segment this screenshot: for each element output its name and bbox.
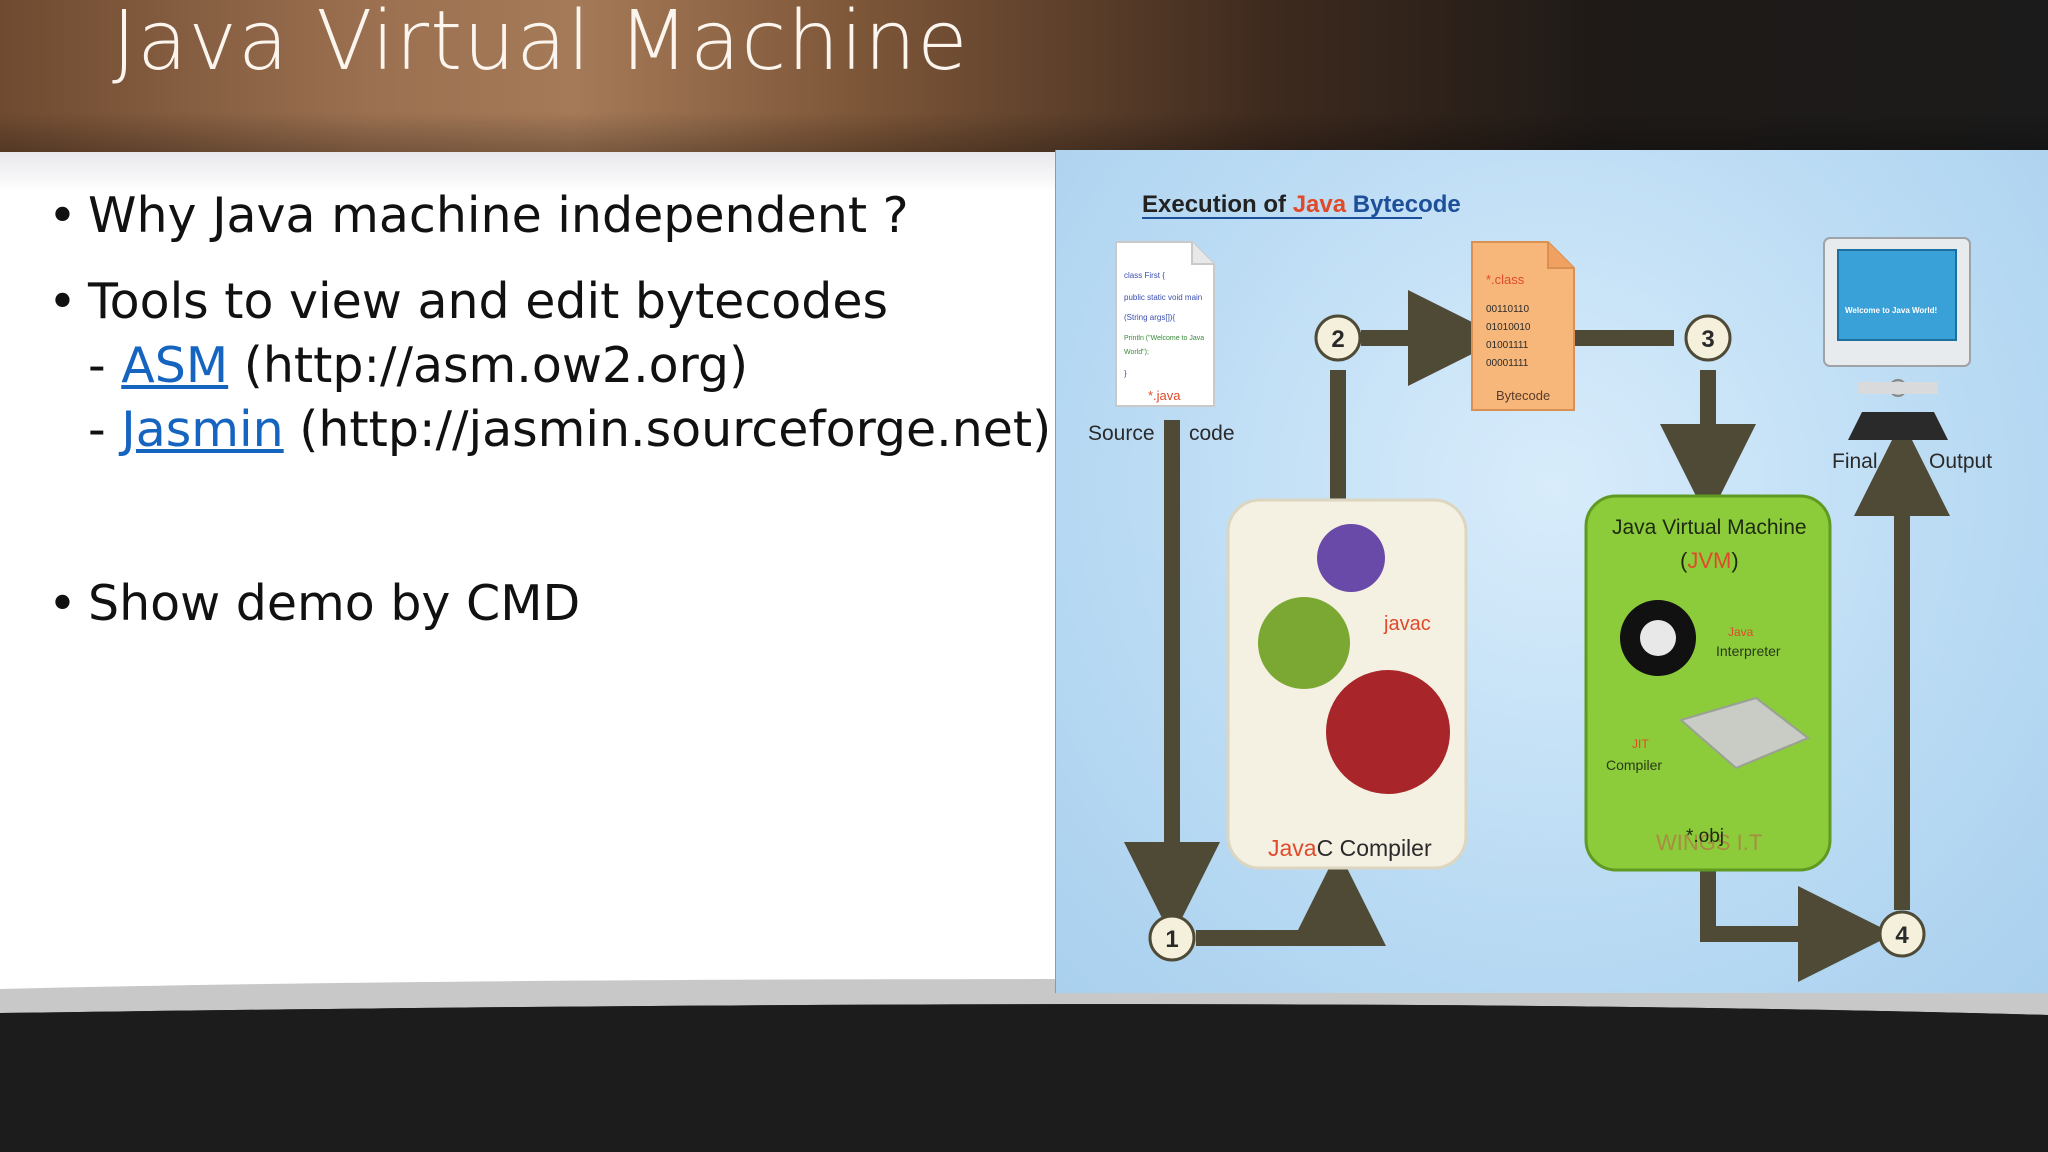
svg-text:World");: World"); [1124,349,1149,356]
bullet-item: •Why Java machine independent ? [48,187,909,244]
bullet-dot: • [48,273,77,330]
jvm-abbr: (JVM) [1680,548,1739,573]
diagram-canvas: Execution of Java Bytecode class First {… [1088,191,1992,982]
svg-text:}: } [1124,369,1127,378]
class-file-icon: *.class 00110110 01010010 01001111 00001… [1471,241,1575,411]
source-label: Source [1088,422,1155,445]
svg-text:1: 1 [1165,926,1178,953]
svg-text:Compiler: Compiler [1606,757,1662,773]
svg-text:javac: javac [1383,613,1431,635]
svg-text:Println ("Welcome to Java: Println ("Welcome to Java [1124,335,1204,342]
jvm-box: Java Virtual Machine (JVM) Java Interpre… [1584,494,1832,872]
asm-link[interactable]: ASM [121,337,229,394]
svg-text:Welcome to Java World!: Welcome to Java World! [1845,306,1937,315]
watermark: WINGS I.T [1656,830,1762,855]
bullet-dot: • [48,575,77,632]
step-2: 2 [1314,314,1362,362]
tool-url: (http://jasmin.sourceforge.net) [283,401,1052,458]
final-label: Final [1832,450,1878,473]
svg-text:class First {: class First { [1124,271,1165,280]
red-gear-icon [1326,670,1450,794]
code-label: code [1189,422,1235,445]
purple-gear-icon [1317,524,1385,592]
tool-prefix: - [88,337,122,394]
tool-item-jasmin: - Jasmin (http://jasmin.sourceforge.net) [88,401,1051,458]
svg-text:(String args[]){: (String args[]){ [1124,313,1175,322]
svg-text:4: 4 [1895,922,1909,949]
slide-title: Java Virtual Machine [112,0,969,89]
bullet-text: Tools to view and edit bytecodes [88,273,889,330]
tool-prefix: - [88,401,122,458]
compiler-name: JavaC Compiler [1268,835,1432,861]
step-4: 4 [1878,910,1926,958]
bullet-item: •Tools to view and edit bytecodes [48,273,888,330]
tool-url: (http://asm.ow2.org) [228,337,749,394]
svg-text:3: 3 [1701,326,1714,353]
bullet-text: Why Java machine independent ? [88,187,909,244]
svg-text:Java: Java [1728,625,1754,639]
svg-text:*.class: *.class [1486,272,1525,287]
step-3: 3 [1684,314,1732,362]
bytecode-diagram: Execution of Java Bytecode class First {… [1055,150,2048,993]
svg-text:01010010: 01010010 [1486,322,1531,333]
javac-compiler-box: javac JavaC Compiler [1226,498,1468,870]
svg-text:Bytecode: Bytecode [1496,388,1550,403]
jasmin-link[interactable]: Jasmin [121,401,284,458]
svg-text:01001111: 01001111 [1486,340,1529,351]
bullet-dot: • [48,187,77,244]
monitor-icon: Welcome to Java World! [1823,237,1971,440]
svg-text:00110110: 00110110 [1486,304,1529,315]
bullet-item: •Show demo by CMD [48,575,580,632]
green-gear-icon [1258,597,1350,689]
source-file-icon: class First { public static void main (S… [1115,241,1215,407]
svg-text:2: 2 [1331,326,1344,353]
svg-text:*.obj: *.obj [1686,826,1724,847]
svg-text:public static void main: public static void main [1124,293,1202,302]
bullet-text: Show demo by CMD [88,575,581,632]
tool-item-asm: - ASM (http://asm.ow2.org) [88,337,748,394]
svg-text:Java Virtual Machine: Java Virtual Machine [1612,516,1807,539]
title-band: Java Virtual Machine [0,0,2048,152]
diagram-title: Execution of Java Bytecode [1142,191,1461,218]
output-label: Output [1929,450,1992,473]
step-1: 1 [1148,914,1196,962]
jit-chip-icon [1678,696,1810,770]
svg-text:JIT: JIT [1632,737,1649,751]
svg-text:*.java: *.java [1148,388,1181,403]
svg-text:00001111: 00001111 [1486,358,1529,369]
svg-text:Interpreter: Interpreter [1716,643,1781,659]
